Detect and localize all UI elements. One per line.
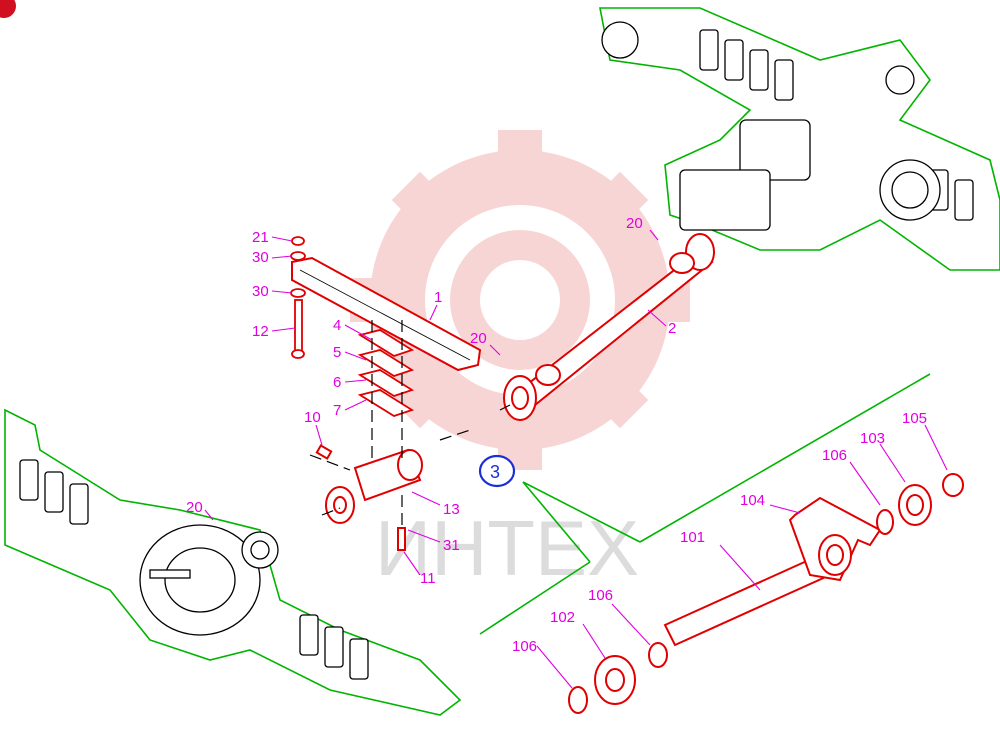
callout-106: 106 [822, 447, 847, 464]
callout-21: 21 [252, 229, 269, 246]
callout-30: 30 [252, 249, 269, 266]
watermark-text: ИНТЕХ [375, 504, 639, 592]
callout-1: 1 [434, 289, 442, 306]
corner-logo-icon [0, 0, 16, 18]
callout-11: 11 [420, 570, 436, 587]
callout-6: 6 [333, 374, 341, 391]
badge-label: 3 [490, 462, 500, 482]
callout-labels: 21 30 30 12 1 4 5 6 7 20 20 2 10 13 31 1… [186, 215, 927, 655]
callout-13: 13 [443, 501, 460, 518]
callout-20: 20 [470, 330, 487, 347]
callout-104: 104 [740, 492, 765, 509]
shim-stack [357, 329, 415, 417]
callout-7: 7 [333, 402, 341, 419]
callout-31: 31 [443, 537, 460, 554]
bolt-stack [290, 236, 306, 359]
callout-105: 105 [902, 410, 927, 427]
callout-101: 101 [680, 529, 705, 546]
assembly-badge-3[interactable]: 3 [478, 454, 516, 488]
callout-20: 20 [626, 215, 643, 232]
mounting-bracket-part [291, 256, 482, 372]
callout-106: 106 [512, 638, 537, 655]
callout-leaders [204, 229, 948, 689]
callout-10: 10 [304, 409, 321, 426]
callout-20: 20 [186, 499, 203, 516]
callout-106: 106 [588, 587, 613, 604]
kit-leader-lines [479, 373, 931, 635]
callout-12: 12 [252, 323, 269, 340]
intermediate-shaft-assembly [315, 444, 423, 551]
centre-lines [309, 320, 511, 530]
front-axle-assembly [4, 408, 462, 716]
callout-5: 5 [333, 344, 341, 361]
propeller-shaft [503, 233, 715, 421]
callout-4: 4 [333, 317, 341, 334]
callout-103: 103 [860, 430, 885, 447]
callout-102: 102 [550, 609, 575, 626]
bearing-kit [568, 473, 964, 714]
callout-30: 30 [252, 283, 269, 300]
callout-2: 2 [668, 320, 676, 337]
rear-axle-assembly [599, 7, 1000, 271]
